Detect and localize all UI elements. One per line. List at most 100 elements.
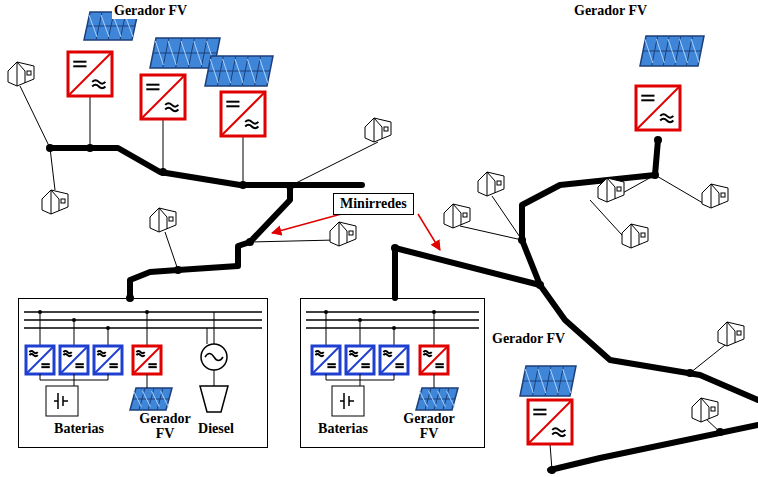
junction-dot bbox=[654, 136, 662, 144]
drawing-stroke bbox=[181, 41, 189, 65]
drawing-stroke bbox=[444, 204, 470, 228]
drawing-stroke bbox=[41, 366, 49, 368]
drawing-stroke bbox=[101, 15, 109, 37]
pv-panel-frame bbox=[130, 388, 172, 410]
drawing-stroke bbox=[691, 39, 699, 63]
drawing-stroke bbox=[315, 354, 323, 356]
drawing-stroke bbox=[141, 75, 185, 119]
drawing-stroke bbox=[26, 346, 54, 374]
drawing-stroke bbox=[533, 409, 546, 411]
inverter-symbol bbox=[420, 346, 448, 374]
drawing-stroke bbox=[235, 59, 243, 83]
drawing-stroke bbox=[721, 193, 725, 197]
component-label: Gerador FV bbox=[137, 411, 193, 441]
service-wires bbox=[20, 86, 725, 470]
drawing-stroke bbox=[435, 366, 443, 368]
bus-bar bbox=[306, 311, 479, 313]
drawing-stroke bbox=[487, 172, 495, 196]
drawing-stroke bbox=[550, 369, 558, 393]
service-wire bbox=[20, 86, 50, 148]
feeder-line bbox=[50, 148, 362, 185]
drawing-stroke bbox=[538, 369, 546, 393]
drawing-stroke bbox=[148, 366, 156, 368]
junction-dot bbox=[686, 369, 694, 377]
drawing-stroke bbox=[523, 381, 573, 382]
drawing-stroke bbox=[42, 190, 68, 214]
pv-panel bbox=[205, 56, 273, 86]
service-wire bbox=[50, 148, 55, 190]
inverter-symbol bbox=[528, 400, 572, 444]
minigrid-box: BateriasGerador FVDiesel bbox=[18, 298, 268, 448]
drawing-stroke bbox=[161, 391, 169, 407]
drawing-stroke bbox=[330, 222, 356, 246]
drawing-stroke bbox=[75, 363, 83, 365]
drawing-stroke bbox=[380, 346, 408, 374]
bus-tap bbox=[214, 312, 215, 344]
drawing-stroke bbox=[598, 178, 624, 202]
drawing-stroke bbox=[617, 187, 621, 191]
drawing-stroke bbox=[702, 184, 728, 208]
drawing-stroke bbox=[711, 184, 719, 208]
drawing-stroke bbox=[245, 120, 258, 124]
drawing-stroke bbox=[143, 391, 151, 407]
bus-bar bbox=[24, 319, 262, 321]
inverter-symbol bbox=[60, 346, 88, 374]
bus-tap bbox=[106, 326, 110, 330]
inverter-symbol bbox=[312, 346, 340, 374]
bus-tap bbox=[326, 312, 327, 346]
drawing-stroke bbox=[668, 39, 676, 63]
house-icon bbox=[42, 190, 68, 214]
drawing-stroke bbox=[60, 346, 88, 374]
junction-dot bbox=[286, 182, 294, 190]
bus-tap bbox=[394, 328, 395, 346]
bus-tap bbox=[360, 320, 361, 346]
junction-dot bbox=[391, 244, 399, 252]
bus-tap bbox=[358, 318, 362, 322]
drawing-stroke bbox=[159, 208, 167, 232]
drawing-stroke bbox=[260, 59, 268, 83]
house-icon bbox=[718, 322, 744, 346]
drawing-stroke bbox=[349, 354, 357, 356]
drawing-stroke bbox=[68, 52, 112, 96]
component-label: Baterias bbox=[311, 421, 375, 436]
drawing-stroke bbox=[60, 346, 88, 374]
drawing-stroke bbox=[152, 391, 160, 407]
drawing-stroke bbox=[361, 366, 369, 368]
pv-panel-frame bbox=[640, 36, 704, 66]
generator-symbol bbox=[205, 354, 223, 361]
inverter-symbol bbox=[221, 92, 265, 136]
inverter-symbol bbox=[133, 346, 161, 374]
drawing-stroke bbox=[727, 322, 735, 346]
drawing-stroke bbox=[497, 181, 501, 185]
house-icon bbox=[8, 62, 34, 86]
drawing-stroke bbox=[226, 101, 239, 103]
drawing-stroke bbox=[109, 366, 117, 368]
drawing-stroke bbox=[701, 398, 709, 422]
drawing-stroke bbox=[660, 114, 673, 118]
bus-bar bbox=[306, 319, 479, 321]
house-icon bbox=[444, 204, 470, 228]
bus-tap bbox=[434, 312, 435, 346]
pv-panel-frame bbox=[416, 388, 458, 410]
drawing-stroke bbox=[692, 398, 718, 422]
bus-bar bbox=[24, 327, 262, 329]
pv-panel bbox=[640, 36, 704, 66]
drawing-stroke bbox=[165, 103, 178, 107]
drawing-stroke bbox=[528, 400, 572, 444]
drawing-stroke bbox=[435, 363, 443, 365]
house-icon bbox=[702, 184, 728, 208]
drawing-stroke bbox=[63, 351, 71, 353]
feeder-line bbox=[395, 248, 758, 400]
battery-wire bbox=[326, 374, 394, 386]
inverter-symbol bbox=[141, 75, 185, 119]
bus-tap bbox=[40, 312, 41, 346]
drawing-stroke bbox=[349, 351, 357, 353]
drawing-stroke bbox=[339, 222, 347, 246]
drawing-stroke bbox=[438, 391, 446, 407]
drawing-stroke bbox=[525, 369, 533, 393]
generator-symbol bbox=[201, 344, 227, 370]
bus-bar bbox=[24, 311, 262, 313]
service-wire bbox=[690, 345, 725, 373]
drawing-stroke bbox=[245, 125, 258, 129]
